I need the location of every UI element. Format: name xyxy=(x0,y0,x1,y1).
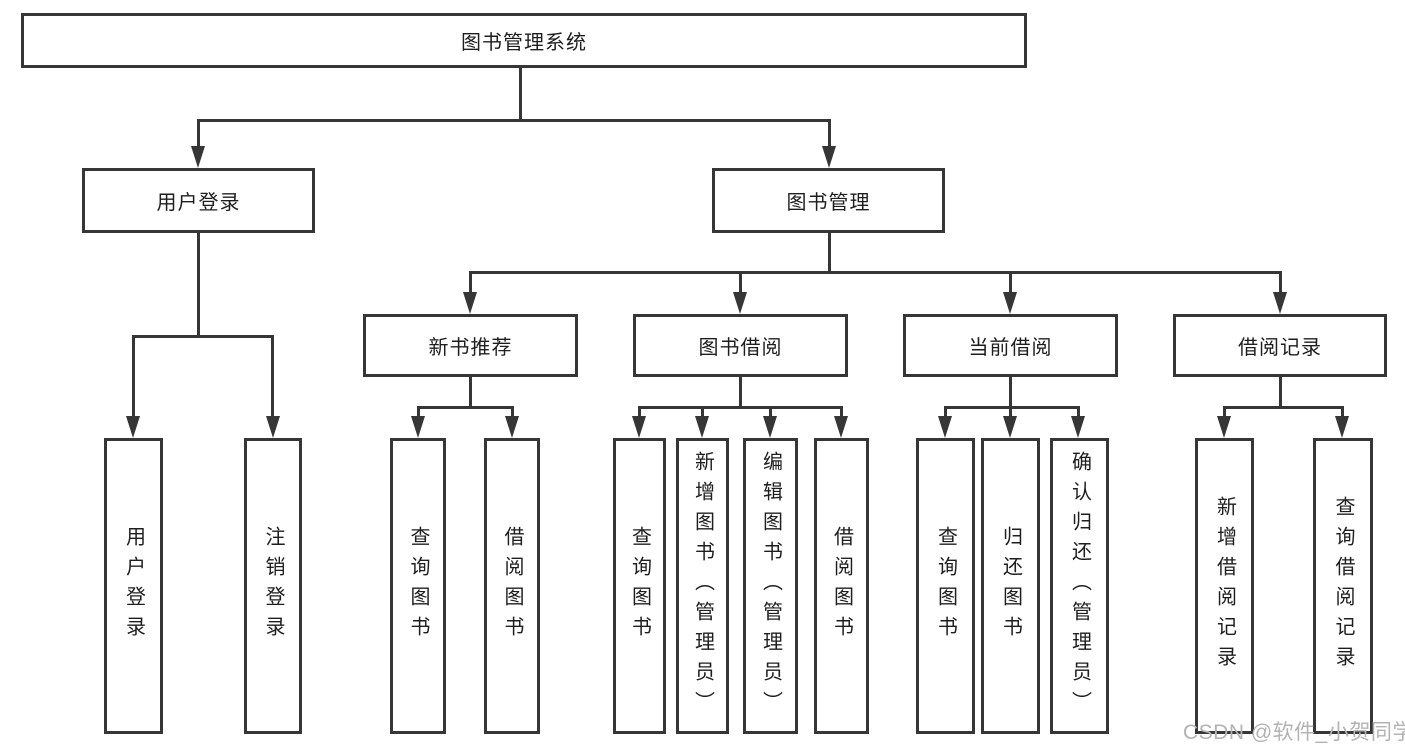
edge-recommend-stub-1 xyxy=(417,406,420,418)
edge-current-stub-2 xyxy=(1009,406,1012,418)
edge-records-stub-1 xyxy=(1223,406,1226,418)
leaf-label: 用户登录 xyxy=(122,526,145,646)
edge-bookmgmt-stub-4 xyxy=(1279,271,1282,293)
node-label: 图书借阅 xyxy=(698,337,783,359)
leaf-query-books-recommend: 查询图书 xyxy=(390,438,446,734)
arrow-down xyxy=(695,416,709,438)
edge-root-rail xyxy=(197,119,831,122)
edge-borrow-stub-3 xyxy=(769,406,772,418)
node-new-book-recommend: 新书推荐 xyxy=(363,314,578,377)
edge-current-rail xyxy=(944,406,1080,409)
edge-recommend-drop xyxy=(469,377,472,406)
edge-current-stub-1 xyxy=(944,406,947,418)
leaf-add-borrow-record: 新增借阅记录 xyxy=(1195,438,1254,734)
node-user-login: 用户登录 xyxy=(82,168,315,233)
node-label: 图书管理 xyxy=(786,192,871,214)
arrow-down xyxy=(1335,416,1349,438)
edge-root-stub-left xyxy=(197,119,200,148)
leaf-label: 新增借阅记录 xyxy=(1213,496,1236,676)
leaf-label: 编辑图书（管理员） xyxy=(759,451,782,721)
arrow-down xyxy=(126,416,140,438)
leaf-borrow-books-recommend: 借阅图书 xyxy=(484,438,540,734)
leaf-label: 查询图书 xyxy=(934,526,957,646)
edge-borrow-stub-1 xyxy=(638,406,641,418)
edge-root-stub-right xyxy=(828,119,831,148)
arrow-down xyxy=(505,416,519,438)
leaf-label: 查询借阅记录 xyxy=(1332,496,1354,676)
edge-recommend-rail xyxy=(417,406,514,409)
leaf-label: 确认归还（管理员） xyxy=(1068,451,1091,721)
edge-userlogin-stub-left xyxy=(132,335,135,416)
edge-borrow-stub-4 xyxy=(840,406,843,418)
leaf-borrow-books: 借阅图书 xyxy=(814,438,869,734)
edge-records-drop xyxy=(1279,377,1282,406)
arrow-down xyxy=(1003,292,1017,314)
edge-current-stub-3 xyxy=(1077,406,1080,418)
leaf-label: 查询图书 xyxy=(407,526,429,646)
leaf-label: 新增图书（管理员） xyxy=(691,451,714,721)
edge-bookmgmt-drop xyxy=(828,233,831,271)
arrow-down xyxy=(1217,416,1231,438)
leaf-label: 借阅图书 xyxy=(830,526,853,646)
arrow-down xyxy=(733,292,747,314)
arrow-down xyxy=(763,416,777,438)
arrow-down xyxy=(1003,416,1017,438)
edge-borrow-stub-2 xyxy=(701,406,704,418)
leaf-query-books-current: 查询图书 xyxy=(916,438,975,734)
leaf-edit-books-admin: 编辑图书（管理员） xyxy=(743,438,798,734)
arrow-down xyxy=(463,292,477,314)
edge-borrow-rail xyxy=(638,406,843,409)
edge-records-rail xyxy=(1223,406,1344,409)
edge-root-drop xyxy=(519,68,522,119)
edge-records-stub-2 xyxy=(1341,406,1344,418)
leaf-user-login: 用户登录 xyxy=(104,438,163,734)
leaf-confirm-return-admin: 确认归还（管理员） xyxy=(1050,438,1109,734)
leaf-query-borrow-record: 查询借阅记录 xyxy=(1313,438,1373,734)
node-label: 当前借阅 xyxy=(968,337,1053,359)
csdn-watermark: CSDN @软件_小贺同学 xyxy=(1183,721,1405,744)
leaf-label: 借阅图书 xyxy=(501,526,523,646)
edge-userlogin-rail xyxy=(132,335,274,338)
node-label: 图书管理系统 xyxy=(461,32,587,54)
node-label: 用户登录 xyxy=(156,192,241,214)
leaf-add-books-admin: 新增图书（管理员） xyxy=(676,438,729,734)
arrow-down xyxy=(266,416,280,438)
arrow-down xyxy=(632,416,646,438)
leaf-logout-login: 注销登录 xyxy=(244,438,302,734)
edge-bookmgmt-stub-3 xyxy=(1009,271,1012,293)
node-label: 新书推荐 xyxy=(428,337,513,359)
arrow-down xyxy=(822,146,836,168)
arrow-down xyxy=(411,416,425,438)
edge-bookmgmt-rail xyxy=(469,271,1282,274)
arrow-down xyxy=(1273,292,1287,314)
edge-borrow-drop xyxy=(739,377,742,406)
edge-bookmgmt-stub-2 xyxy=(739,271,742,293)
arrow-down xyxy=(834,416,848,438)
node-library-management-system: 图书管理系统 xyxy=(21,13,1027,68)
node-book-borrow: 图书借阅 xyxy=(633,314,848,377)
leaf-label: 归还图书 xyxy=(999,526,1022,646)
leaf-label: 查询图书 xyxy=(628,526,651,646)
node-book-management: 图书管理 xyxy=(712,168,945,233)
edge-userlogin-drop xyxy=(197,233,200,335)
edge-current-drop xyxy=(1009,377,1012,406)
node-borrow-records: 借阅记录 xyxy=(1173,314,1387,377)
node-current-borrow: 当前借阅 xyxy=(903,314,1118,377)
arrow-down xyxy=(1071,416,1085,438)
leaf-label: 注销登录 xyxy=(262,526,284,646)
arrow-down xyxy=(938,416,952,438)
edge-userlogin-stub-right xyxy=(271,335,274,416)
arrow-down xyxy=(191,146,205,168)
leaf-return-books: 归还图书 xyxy=(981,438,1040,734)
node-label: 借阅记录 xyxy=(1238,337,1322,359)
edge-recommend-stub-2 xyxy=(511,406,514,418)
leaf-query-books-borrow: 查询图书 xyxy=(613,438,666,734)
edge-bookmgmt-stub-1 xyxy=(469,271,472,293)
